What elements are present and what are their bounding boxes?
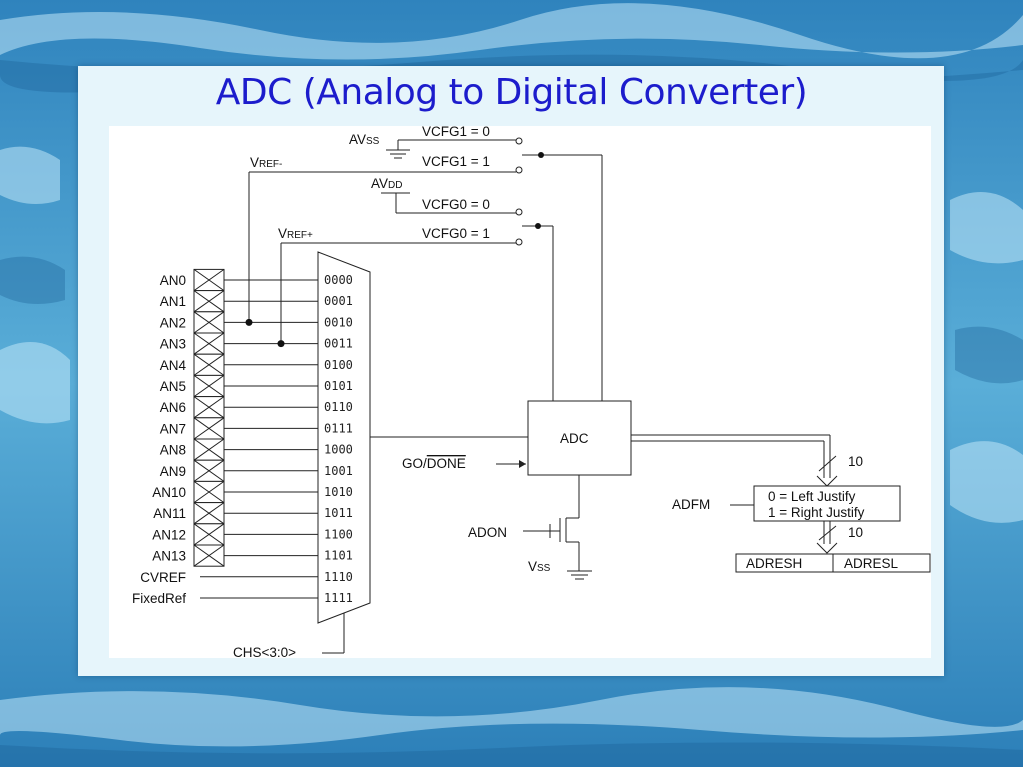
avdd-label: AVDD: [371, 176, 402, 191]
mux-channel-code: 0100: [324, 358, 353, 372]
analog-input-label: AN1: [160, 294, 186, 309]
adfm-label: ADFM: [672, 497, 710, 512]
reference-input-label: FixedRef: [132, 591, 186, 606]
analog-input-label: AN0: [160, 273, 186, 288]
analog-input-label: AN12: [152, 527, 186, 542]
vcfg1-1-label: VCFG1 = 1: [422, 154, 490, 169]
bus-width-top: 10: [848, 454, 863, 469]
analog-input-pads: AN0AN1AN2AN3AN4AN5AN6AN7AN8AN9AN10AN11AN…: [132, 268, 318, 606]
mux-channel-code: 1111: [324, 591, 353, 605]
multiplexer: 0000 0001 0010 0011 0100 0101 0110 0111 1000 1001…: [233, 251, 528, 660]
junction-dot: [277, 340, 285, 348]
analog-input-label: AN5: [160, 379, 186, 394]
mux-channel-code: 0111: [324, 421, 353, 435]
mux-channel-code: 0010: [324, 315, 353, 329]
reference-selector: AVSS VCFG1 = 0 VREF- VCFG1 = 1 AVDD VCFG…: [248, 124, 603, 401]
adon-label: ADON: [468, 525, 507, 540]
analog-input-label: AN3: [160, 337, 186, 352]
adon-switch: ADON VSS: [468, 475, 592, 580]
result-registers: ADRESH ADRESL: [735, 553, 931, 573]
analog-input-label: AN4: [160, 358, 187, 373]
justify-block: 0 = Left Justify 1 = Right Justify ADFM: [672, 485, 901, 522]
mux-channel-code: 1010: [324, 485, 353, 499]
mux-channel-code: 1101: [324, 549, 353, 563]
chs-select-label: CHS<3:0>: [233, 645, 296, 660]
vcfg1-0-label: VCFG1 = 0: [422, 124, 490, 139]
junction-dot: [245, 318, 253, 326]
analog-input-label: AN11: [153, 506, 186, 521]
vcfg0-0-label: VCFG0 = 0: [422, 197, 490, 212]
analog-input-label: AN6: [160, 400, 186, 415]
mux-channel-code: 1110: [324, 570, 353, 584]
mux-channel-code: 0110: [324, 400, 353, 414]
vss-label: VSS: [528, 559, 551, 574]
justify-left-option: 0 = Left Justify: [768, 489, 856, 504]
adresh-register: ADRESH: [746, 556, 802, 571]
vcfg0-1-label: VCFG0 = 1: [422, 226, 490, 241]
adresl-register: ADRESL: [844, 556, 899, 571]
justify-right-option: 1 = Right Justify: [768, 505, 865, 520]
mux-channel-code: 0101: [324, 379, 353, 393]
mux-channel-code: 0011: [324, 337, 353, 351]
analog-input-label: AN8: [160, 443, 186, 458]
reference-input-label: CVREF: [140, 570, 186, 585]
avss-label: AVSS: [349, 132, 380, 147]
mux-channel-code: 1001: [324, 464, 353, 478]
analog-input-label: AN10: [152, 485, 186, 500]
bus-width-bottom: 10: [848, 525, 863, 540]
mux-channel-code: 1011: [324, 506, 353, 520]
analog-input-label: AN7: [160, 421, 186, 436]
vref-plus-label: VREF+: [278, 226, 313, 241]
analog-input-label: AN2: [160, 315, 186, 330]
mux-channel-code: 1000: [324, 443, 353, 457]
mux-channel-code: 0001: [324, 294, 353, 308]
analog-input-label: AN9: [160, 464, 186, 479]
analog-input-label: AN13: [152, 549, 186, 564]
slide-title: ADC (Analog to Digital Converter): [215, 72, 808, 113]
mux-channel-code: 1100: [324, 527, 353, 541]
adc-block-label: ADC: [560, 431, 589, 446]
output-bus: 10 10: [631, 434, 863, 554]
go-done-label: GO/DONE: [402, 456, 466, 471]
mux-channel-code: 0000: [324, 273, 353, 287]
vref-minus-label: VREF-: [250, 155, 282, 170]
adc-block: ADC GO/DONE: [402, 400, 632, 476]
